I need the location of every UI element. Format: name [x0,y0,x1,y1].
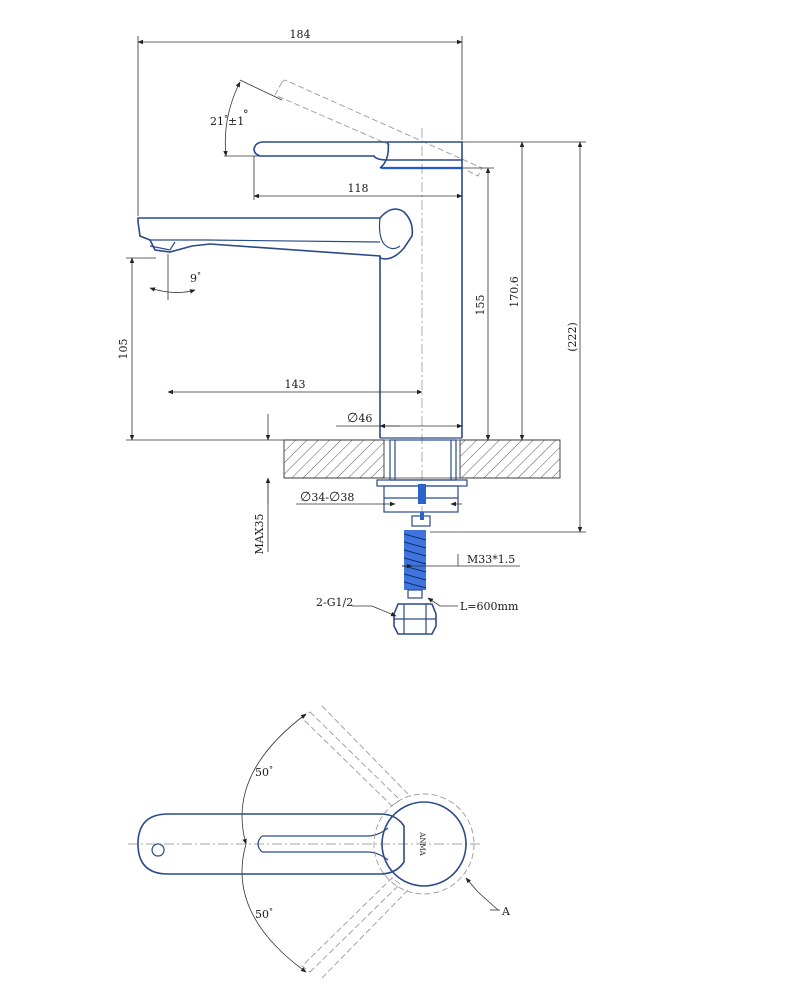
dim-155-label: 155 [474,295,487,316]
hose-connection-label: 2-G1/2 [316,596,353,609]
dim-handle-angle: 21°±1 ° [210,79,283,157]
supply-hose [393,530,437,635]
dim-thread: M33*1.5 [402,553,520,569]
dim-184-label: 184 [290,28,311,41]
rotation-left-label: 50° [255,765,273,779]
spout-angle-label: 9° [190,271,201,285]
dim-155: 155 [462,167,494,441]
top-view: 50° 50° ANMA A [128,705,511,979]
dim-spout-angle: 9° [149,254,201,300]
dim-118: 118 [253,156,463,200]
handle [253,141,463,170]
hose-length-callout: L=600mm [427,597,519,613]
dim-105-label: 105 [117,339,130,360]
dim-max35: MAX35 [253,414,271,555]
dim-max35-label: MAX35 [253,513,266,554]
dim-143: 143 [167,378,423,395]
mounting-hardware [376,479,468,527]
handle-angle-label: 21°±1 [210,114,244,128]
dim-105: 105 [117,257,284,441]
ghost-raised-handle [274,79,483,177]
hose-connection-callout: 2-G1/2 [316,596,397,617]
spout [137,208,414,260]
logo-text: ANMA [418,831,426,856]
dim-46-label: ∅46 [347,411,372,426]
deck-hatched [283,439,561,481]
dim-34-38: ∅34-∅38 [296,490,462,507]
rotation-right-label: 50° [255,907,273,921]
dim-118-label: 118 [348,182,369,195]
logo-mark: ANMA [418,831,426,856]
dim-46: ∅46 [336,411,463,429]
dim-170: 170.6 [462,141,528,441]
side-view: 184 21°±1 ° 118 9° 105 [117,28,586,635]
dim-222-label: (222) [566,322,579,352]
hose-length-label: L=600mm [460,600,519,613]
dim-143-label: 143 [285,378,306,391]
dim-34-38-label: ∅34-∅38 [300,490,354,505]
detail-a-label: A [501,905,511,918]
dim-222: (222) [430,141,586,533]
thread-label: M33*1.5 [467,553,515,566]
body-column [379,160,463,439]
dim-184: 184 [137,28,463,216]
handle-tol-degree: ° [243,108,249,121]
dim-170-label: 170.6 [508,276,521,308]
